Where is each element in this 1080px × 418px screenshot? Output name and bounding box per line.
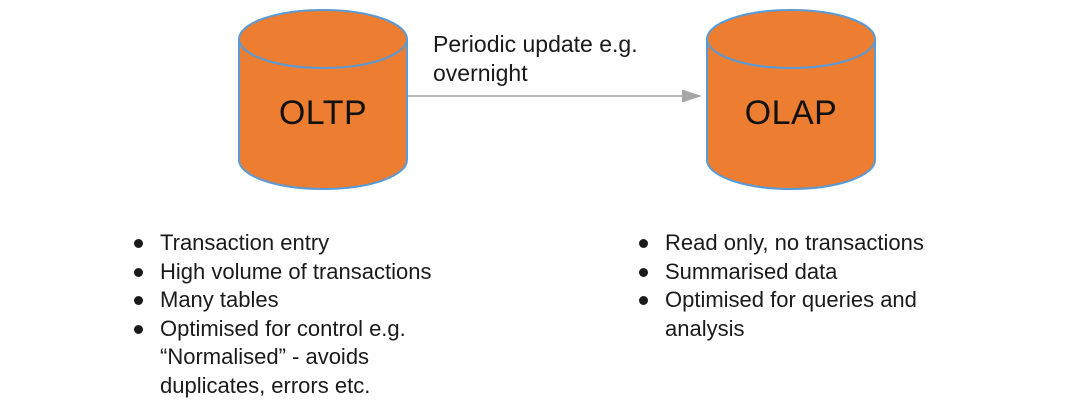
- list-item-text: Many tables: [160, 287, 279, 312]
- list-item: Read only, no transactions: [638, 229, 978, 258]
- bullet-icon: [134, 239, 143, 248]
- bullet-icon: [134, 296, 143, 305]
- oltp-label: OLTP: [278, 94, 368, 132]
- list-item: Optimised for control e.g. “Normalised” …: [133, 315, 473, 401]
- list-item: High volume of transactions: [133, 258, 473, 287]
- olap-database-cylinder: OLAP: [705, 8, 877, 192]
- list-item-text: Optimised for control e.g. “Normalised” …: [160, 315, 406, 398]
- arrow-label: Periodic update e.g. overnight: [433, 31, 638, 86]
- list-item: Transaction entry: [133, 229, 473, 258]
- list-item-text: Optimised for queries and analysis: [665, 287, 917, 341]
- bullet-icon: [134, 267, 143, 277]
- bullet-icon: [639, 296, 648, 305]
- bullet-icon: [134, 324, 143, 334]
- oltp-database-cylinder: OLTP: [237, 8, 409, 192]
- flow-arrow-icon: [408, 89, 702, 103]
- bullet-icon: [639, 239, 648, 248]
- list-item-text: Summarised data: [665, 258, 838, 284]
- database-cylinder-icon: [706, 9, 876, 190]
- list-item: Many tables: [133, 286, 473, 315]
- olap-label: OLAP: [744, 94, 838, 132]
- list-item: Summarised data: [638, 258, 978, 287]
- bullet-icon: [639, 267, 648, 277]
- database-cylinder-icon: [238, 9, 408, 190]
- list-item: Optimised for queries and analysis: [638, 286, 978, 343]
- oltp-bullet-list: Transaction entry High volume of transac…: [133, 229, 473, 400]
- list-item-text: High volume of transactions: [160, 258, 432, 284]
- olap-bullet-list: Read only, no transactions Summarised da…: [638, 229, 978, 343]
- list-item-text: Transaction entry: [160, 230, 330, 255]
- list-item-text: Read only, no transactions: [665, 230, 924, 255]
